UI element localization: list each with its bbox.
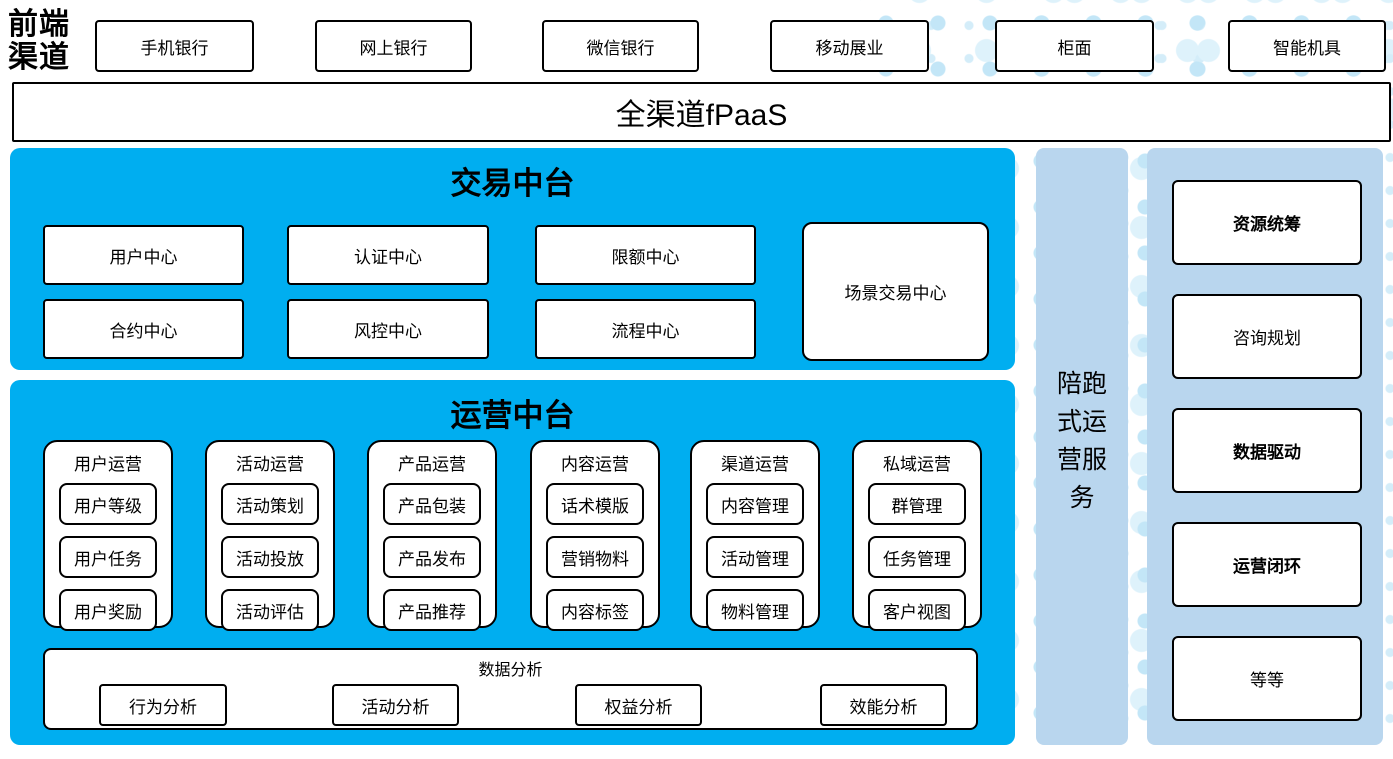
service-box-data-driven: 数据驱动 [1172,408,1362,493]
group-private-domain-operation: 私域运营 群管理 任务管理 客户视图 [852,440,982,631]
side-service-column: 陪跑式运营服务 [1036,148,1128,745]
group-item: 活动策划 [221,483,319,525]
group-item: 营销物料 [546,536,644,578]
group-activity-operation: 活动运营 活动策划 活动投放 活动评估 [205,440,335,631]
analysis-item-efficiency: 效能分析 [820,684,947,726]
channel-smart-devices: 智能机具 [1228,20,1386,72]
group-content-operation: 内容运营 话术模版 营销物料 内容标签 [530,440,660,631]
box-auth-center: 认证中心 [287,225,489,285]
group-item: 用户奖励 [59,589,157,631]
box-contract-center: 合约中心 [43,299,244,359]
group-title: 用户运营 [74,455,142,474]
transaction-platform-panel: 交易中台 用户中心 认证中心 限额中心 合约中心 风控中心 流程中心 场景交易中… [10,148,1015,370]
analysis-item-behavior: 行为分析 [99,684,227,726]
group-item: 客户视图 [868,589,966,631]
channel-mobile-banking: 手机银行 [95,20,254,72]
group-item: 活动评估 [221,589,319,631]
right-service-column: 资源统筹 咨询规划 数据驱动 运营闭环 等等 [1147,148,1383,745]
service-box-consulting-planning: 咨询规划 [1172,294,1362,379]
group-product-operation: 产品运营 产品包装 产品发布 产品推荐 [367,440,497,631]
transaction-platform-title: 交易中台 [450,166,575,201]
group-item: 群管理 [868,483,966,525]
data-analysis-strip: 数据分析 行为分析 活动分析 权益分析 效能分析 [43,648,978,730]
side-service-label: 陪跑式运营服务 [1056,369,1107,512]
operation-platform-panel: 运营中台 用户运营 用户等级 用户任务 用户奖励 活动运营 活动策划 活动投放 … [10,380,1015,745]
analysis-item-activity: 活动分析 [332,684,459,726]
group-item: 用户等级 [59,483,157,525]
box-user-center: 用户中心 [43,225,244,285]
channel-online-banking: 网上银行 [315,20,472,72]
group-item: 用户任务 [59,536,157,578]
group-item: 内容管理 [706,483,804,525]
group-item: 物料管理 [706,589,804,631]
front-channels-label: 前端渠道 [8,8,70,74]
box-scenario-transaction-center: 场景交易中心 [802,222,989,361]
group-title: 产品运营 [398,455,466,474]
group-item: 任务管理 [868,536,966,578]
group-item: 产品推荐 [383,589,481,631]
group-title: 活动运营 [236,455,304,474]
service-box-resource-coordination: 资源统筹 [1172,180,1362,265]
box-process-center: 流程中心 [535,299,756,359]
group-channel-operation: 渠道运营 内容管理 活动管理 物料管理 [690,440,820,631]
group-title: 渠道运营 [721,455,789,474]
group-item: 产品包装 [383,483,481,525]
group-title: 内容运营 [561,455,629,474]
analysis-item-rights: 权益分析 [575,684,702,726]
channel-wechat-banking: 微信银行 [542,20,699,72]
group-item: 产品发布 [383,536,481,578]
fpaas-bar: 全渠道fPaaS [12,82,1391,142]
channel-mobile-sales: 移动展业 [770,20,929,72]
data-analysis-title: 数据分析 [478,662,543,679]
operation-platform-title: 运营中台 [450,398,575,433]
box-limit-center: 限额中心 [535,225,756,285]
group-item: 活动管理 [706,536,804,578]
group-item: 内容标签 [546,589,644,631]
group-item: 活动投放 [221,536,319,578]
group-title: 私域运营 [883,455,951,474]
group-item: 话术模版 [546,483,644,525]
group-user-operation: 用户运营 用户等级 用户任务 用户奖励 [43,440,173,631]
service-box-operation-loop: 运营闭环 [1172,522,1362,607]
service-box-etc: 等等 [1172,636,1362,721]
channel-counter: 柜面 [995,20,1154,72]
box-risk-center: 风控中心 [287,299,489,359]
